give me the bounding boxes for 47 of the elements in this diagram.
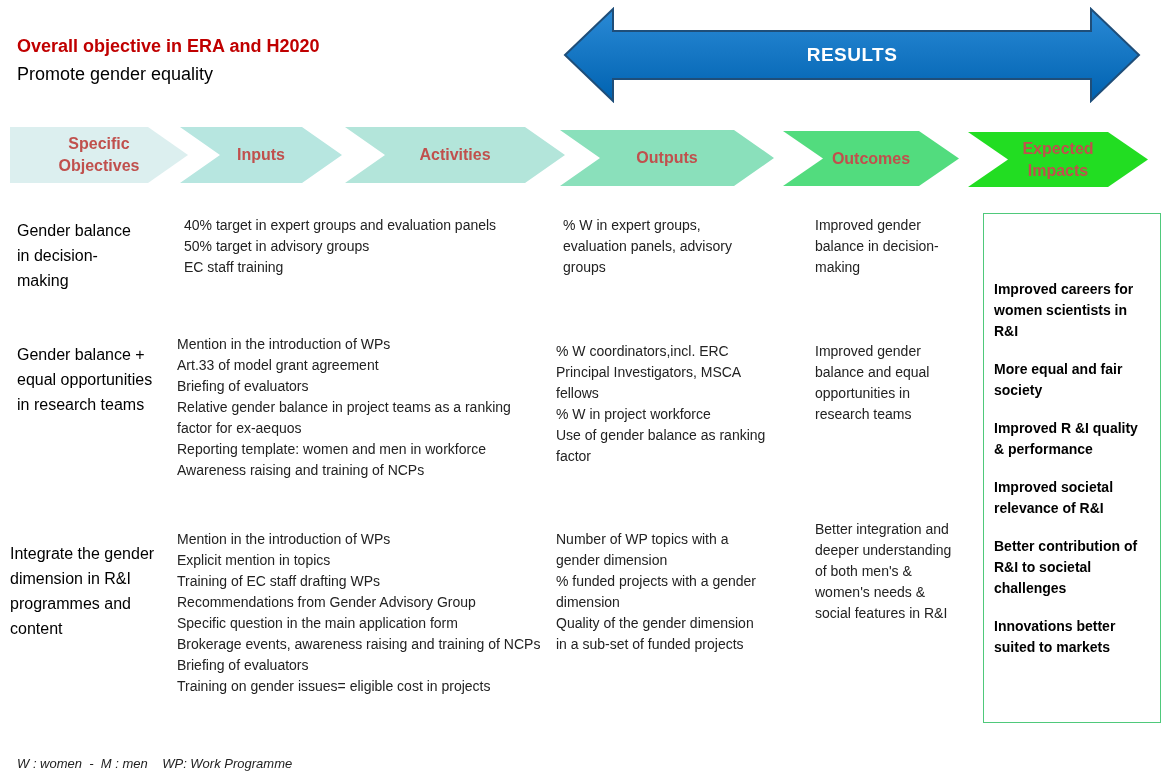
input-item: Mention in the introduction of WPs bbox=[177, 335, 392, 354]
result-text: Number of WP topics with a gender dimension bbox=[556, 530, 730, 570]
impact-text: Improved careers for women scientists in R&I bbox=[994, 279, 1135, 341]
objective-text: Gender balance in decision-making bbox=[17, 221, 132, 291]
input-item: Briefing of evaluators bbox=[177, 656, 310, 675]
title: Overall objective in ERA and H2020 bbox=[17, 35, 320, 58]
result-text: Improved gender balance and equal opportunities in research teams bbox=[815, 342, 931, 424]
input-item: Mention in the introduction of WPs bbox=[177, 530, 392, 549]
footnote: W : women - M : men WP: Work Programme bbox=[17, 755, 293, 771]
result-text: % W in project workforce bbox=[556, 405, 712, 424]
stage-label: Specific Objectives bbox=[57, 134, 141, 176]
input-item: Explicit mention in topics bbox=[177, 551, 332, 570]
impact-text: Improved R &I quality & performance bbox=[994, 418, 1139, 459]
impacts-panel bbox=[983, 213, 1161, 723]
impact-text: Better contribution of R&I to societal challenges bbox=[994, 536, 1139, 598]
impact-text: More equal and fair society bbox=[994, 359, 1124, 400]
input-item: Brokerage events, awareness raising and training of NCPs bbox=[177, 635, 542, 654]
input-item: Awareness raising and training of NCPs bbox=[177, 461, 426, 480]
result-text: Improved gender balance in decision-making bbox=[815, 216, 940, 277]
impact-text: Improved societal relevance of R&I bbox=[994, 477, 1115, 518]
input-item: Specific question in the main application form bbox=[177, 614, 459, 633]
input-item: Reporting template: women and men in workforce bbox=[177, 440, 487, 459]
stage-label: Activities bbox=[418, 145, 492, 165]
input-item: Relative gender balance in project teams as a ranking factor for ex-aequos bbox=[177, 398, 512, 438]
stage-label: Outputs bbox=[635, 148, 699, 168]
result-text: % W in expert groups, evaluation panels, advisory groups bbox=[563, 216, 733, 277]
input-item: Training of EC staff drafting WPs bbox=[177, 572, 382, 591]
result-text: Use of gender balance as ranking factor bbox=[556, 426, 766, 466]
input-item: 40% target in expert groups and evaluation panels bbox=[184, 216, 498, 235]
input-item: Training on gender issues= eligible cost in projects bbox=[177, 677, 492, 696]
stage-label: Inputs bbox=[236, 145, 286, 165]
result-text: % W coordinators,incl. ERC Principal Investigators, MSCA fellows bbox=[556, 342, 742, 403]
input-item: Briefing of evaluators bbox=[177, 377, 310, 396]
subtitle: Promote gender equality bbox=[17, 63, 214, 86]
result-text: Quality of the gender dimension in a sub-set of funded projects bbox=[556, 614, 755, 654]
impact-text: Innovations better suited to markets bbox=[994, 616, 1117, 657]
result-text: % funded projects with a gender dimension bbox=[556, 572, 757, 612]
stage-label: Expected Impacts bbox=[1021, 138, 1095, 181]
objective-text: Integrate the gender dimension in R&I programmes and content bbox=[10, 544, 156, 639]
input-item: Recommendations from Gender Advisory Group bbox=[177, 593, 477, 612]
input-item: 50% target in advisory groups bbox=[184, 237, 371, 256]
results-label: RESULTS bbox=[806, 42, 898, 67]
stage-label: Outcomes bbox=[830, 148, 912, 169]
result-text: Better integration and deeper understanding of both men's & women's needs & social features in R&I bbox=[815, 520, 953, 623]
objective-text: Gender balance + equal opportunities in research teams bbox=[17, 345, 154, 415]
input-item: Art.33 of model grant agreement bbox=[177, 356, 380, 375]
input-item: EC staff training bbox=[184, 258, 285, 277]
